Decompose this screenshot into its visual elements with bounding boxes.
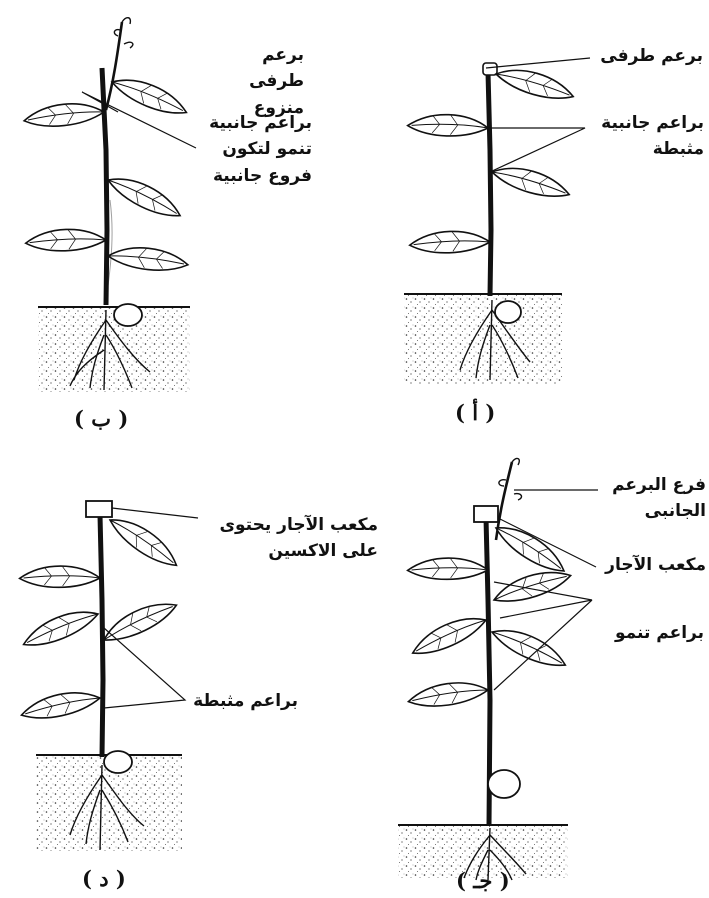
panel-d-stem <box>100 515 103 757</box>
panel-b-lateral-branch <box>106 22 122 110</box>
panel-b-cotyledon <box>114 304 142 326</box>
panel-j-agar-cube <box>474 506 498 522</box>
panel-j-plant <box>398 458 598 880</box>
panel-a-plant <box>404 58 590 384</box>
panel-d-agar-cube <box>86 501 112 517</box>
panel-a-caption: ( أ ) <box>455 400 495 425</box>
panel-b-plant <box>22 18 196 392</box>
panel-b-caption: ( ب ) <box>74 406 128 431</box>
panel-a-terminal-label: برعم طرفى <box>595 43 703 69</box>
panel-d-plant <box>19 501 198 851</box>
panel-j-cotyledon <box>488 770 520 798</box>
panel-d-cotyledon <box>104 751 132 773</box>
panel-j-agar-label: مكعب الآجار <box>596 552 706 578</box>
panel-j-branch-lateral-label: فرع البرعم الجانبى <box>598 472 706 525</box>
panel-d-agar-auxin-label: مكعب الآجار يحتوى على الاكسين <box>198 512 378 565</box>
panel-j-buds-growing-label: براعم تنمو <box>596 620 704 646</box>
panel-a-lateral-inhibited-label: براعم جانبية مثبطة <box>586 110 704 163</box>
panel-j-caption: ( جـ ) <box>456 868 510 893</box>
panel-d-buds-inhibited-label: براعم مثبطة <box>190 688 298 714</box>
panel-a-soil <box>404 294 562 384</box>
panel-d-caption: ( د ) <box>82 866 126 891</box>
panel-a-terminal-bud <box>483 63 497 75</box>
panel-a-stem <box>488 72 491 296</box>
panel-b-lateral-growing-label: براعم جانبية تنمو لتكون فروع جانبية <box>196 110 312 189</box>
